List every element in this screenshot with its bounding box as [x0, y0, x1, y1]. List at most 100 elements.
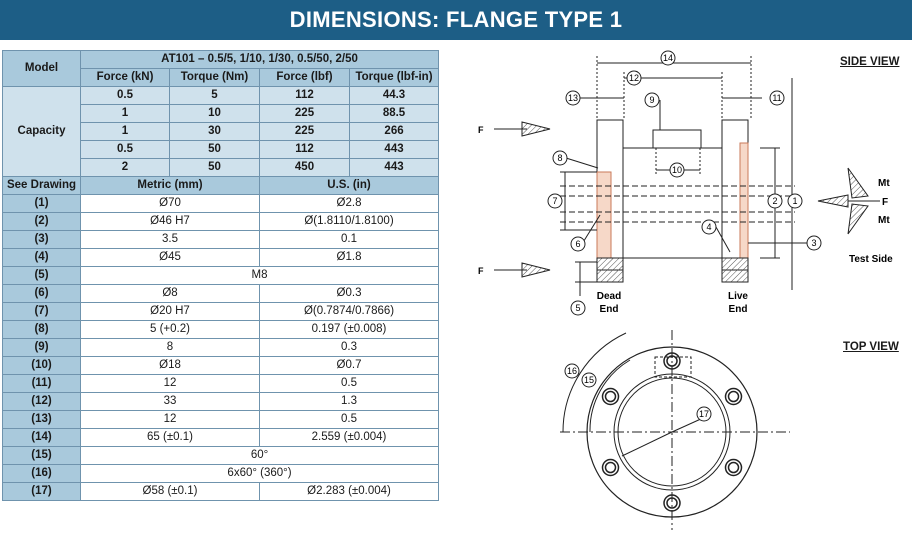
metric-value: Ø18 [80, 356, 260, 375]
moment-label-bottom: Mt [878, 215, 890, 226]
us-value: 0.5 [258, 410, 440, 429]
svg-text:12: 12 [629, 73, 639, 83]
title-banner: DIMENSIONS: FLANGE TYPE 1 [0, 0, 912, 40]
dimension-id: (3) [2, 230, 81, 249]
bolt-hole [663, 494, 681, 512]
column-header: Force (lbf) [259, 68, 350, 87]
callout-5: 5 [570, 300, 586, 316]
dimension-id: (2) [2, 212, 81, 231]
svg-text:3: 3 [811, 238, 816, 248]
dimension-value: 60° [79, 446, 440, 465]
us-value: Ø2.283 (±0.004) [258, 482, 440, 501]
top-view [560, 330, 790, 530]
bolt-hole [663, 352, 681, 370]
callout-13: 13 [565, 90, 581, 106]
callout-1: 1 [787, 193, 803, 209]
metric-value: Ø46 H7 [80, 212, 260, 231]
capacity-cell: 30 [169, 122, 260, 141]
dimension-id: (8) [2, 320, 81, 339]
svg-text:13: 13 [568, 93, 578, 103]
svg-text:15: 15 [584, 375, 594, 385]
bolt-hole-inner [666, 355, 678, 367]
capacity-cell: 225 [259, 122, 350, 141]
svg-text:11: 11 [772, 93, 781, 103]
callout-14: 14 [660, 50, 676, 66]
capacity-cell: 266 [348, 122, 440, 141]
column-header: Force (kN) [80, 68, 170, 87]
dimension-id: (13) [2, 410, 81, 429]
test-side-label: Test Side [849, 254, 893, 265]
callout-7: 7 [547, 193, 563, 209]
bolt-hole [601, 458, 620, 477]
us-value: Ø1.8 [258, 248, 440, 267]
callout-10: 10 [669, 162, 685, 178]
capacity-cell: 225 [259, 104, 350, 123]
dimension-id: (11) [2, 374, 81, 393]
bolt-hole-inner [666, 497, 678, 509]
bolt-hole-inner [604, 461, 617, 474]
dimension-id: (9) [2, 338, 81, 357]
force-label-top: F [478, 125, 484, 135]
us-value: 0.1 [258, 230, 440, 249]
capacity-cell: 2 [80, 158, 170, 177]
us-value: Ø0.3 [258, 284, 440, 303]
metric-value: 12 [80, 374, 260, 393]
callout-12: 12 [626, 70, 642, 86]
table-row: (16)6x60° (360°) [2, 464, 440, 483]
metric-value: Ø20 H7 [80, 302, 260, 321]
dimension-id: (16) [2, 464, 81, 483]
model-label: Model [2, 50, 81, 87]
dimension-id: (14) [2, 428, 81, 447]
top-view-label: TOP VIEW [843, 341, 899, 353]
svg-text:10: 10 [672, 165, 682, 175]
capacity-cell: 50 [169, 140, 260, 159]
svg-text:9: 9 [649, 95, 654, 105]
live-end-label: End [729, 304, 748, 315]
dimension-id: (17) [2, 482, 81, 501]
table-row: (5)M8 [2, 266, 440, 285]
svg-text:17: 17 [699, 409, 709, 419]
bolt-hole [724, 387, 743, 406]
us-value: 0.3 [258, 338, 440, 357]
svg-text:7: 7 [552, 196, 557, 206]
dimension-id: (12) [2, 392, 81, 411]
us-value: 0.197 (±0.008) [258, 320, 440, 339]
svg-text:1: 1 [792, 196, 797, 206]
dimension-id: (7) [2, 302, 81, 321]
dead-end-label: End [600, 304, 619, 315]
capacity-cell: 443 [348, 140, 440, 159]
dimension-value: 6x60° (360°) [79, 464, 440, 483]
capacity-cell: 112 [259, 86, 350, 105]
capacity-cell: 5 [169, 86, 260, 105]
model-value: AT101 – 0.5/5, 1/10, 1/30, 0.5/50, 2/50 [79, 50, 440, 69]
force-label-test: F [882, 197, 888, 208]
capacity-label: Capacity [2, 86, 81, 177]
table-row: (15)60° [2, 446, 440, 465]
metric-value: 12 [80, 410, 260, 429]
bolt-hole [724, 458, 743, 477]
dimension-id: (4) [2, 248, 81, 267]
bolt-hole-inner [604, 390, 617, 403]
capacity-cell: 0.5 [80, 86, 170, 105]
us-value: Ø(1.8110/1.8100) [258, 212, 440, 231]
table-row: (17)Ø58 (±0.1)Ø2.283 (±0.004) [2, 482, 440, 501]
svg-text:16: 16 [567, 366, 577, 376]
svg-text:14: 14 [663, 53, 673, 63]
dimension-id: (5) [2, 266, 81, 285]
side-view-label: SIDE VIEW [840, 56, 900, 68]
callout-16: 16 [564, 363, 580, 379]
bolt-hole-inner [727, 461, 740, 474]
callout-2: 2 [767, 193, 783, 209]
bolt-hole [601, 387, 620, 406]
dimension-value: M8 [79, 266, 440, 285]
